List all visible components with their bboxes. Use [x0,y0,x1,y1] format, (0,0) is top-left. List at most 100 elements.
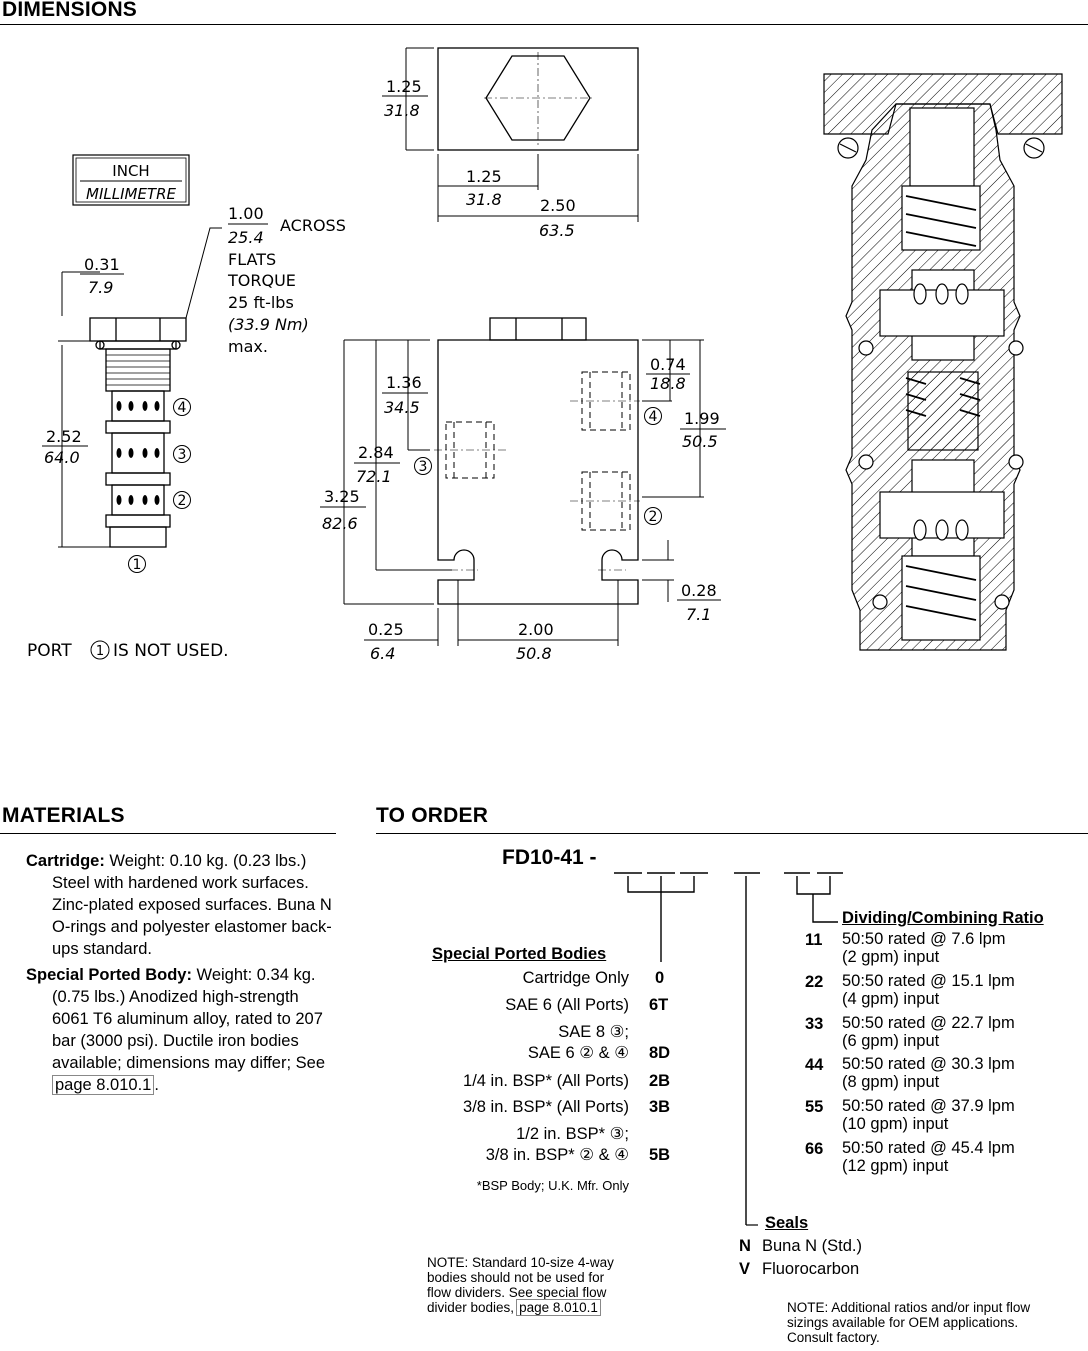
bodies-title: Special Ported Bodies [432,945,607,963]
body-row-1-code: 6T [649,996,669,1014]
ratio-0-line2: (2 gpm) input [842,948,940,966]
across-in: 1.00 [228,204,264,223]
ratio-3-line1: 50:50 rated @ 30.3 lpm [842,1055,1015,1073]
body-row-4-label: 3/8 in. BSP* (All Ports) [463,1098,629,1116]
top-w-in: 2.50 [540,196,576,215]
torque-label: TORQUE [227,271,296,290]
cartridge-drawing [58,227,222,548]
body-row-5-code: 5B [649,1146,671,1164]
body-row-5-label: 1/2 in. BSP* ③; [516,1125,629,1143]
materials-rule [0,833,336,834]
ratio-4-line1: 50:50 rated @ 37.9 lpm [842,1097,1015,1115]
front-136-mm: 34.5 [384,398,420,417]
ratio-title: Dividing/Combining Ratio [842,909,1044,927]
front-284-in: 2.84 [358,443,394,462]
bodies-note-line2: bodies should not be used for [427,1270,605,1285]
ratios-note-line2: sizings available for OEM applications. [787,1315,1019,1330]
bodies-note-line3: flow dividers. See special flow [427,1285,607,1300]
body-row-3-label: 1/4 in. BSP* (All Ports) [463,1072,629,1090]
legend-mm: MILLIMETRE [86,185,177,203]
order-title: TO ORDER [376,804,489,827]
ratio-3: 50:50 rated @ 30.3 lpm(8 gpm) input [842,1055,1015,1091]
ratio-3-line2: (8 gpm) input [842,1073,940,1091]
body-row-2-code: 8D [649,1044,671,1062]
ratio-5-line2: (12 gpm) input [842,1157,949,1175]
materials-title: MATERIALS [2,804,125,827]
body-front-view [343,317,704,646]
bsp-note: *BSP Body; U.K. Mfr. Only [476,1178,629,1193]
top-h-in: 1.25 [386,77,422,96]
ratio-3-code: 44 [805,1056,824,1074]
legend-inch: INCH [112,162,149,180]
body-row-2-label: SAE 8 ③; [558,1023,629,1041]
flats-label: FLATS [228,250,276,269]
cart-port-1: 1 [133,557,142,573]
front-325-in: 3.25 [324,487,360,506]
front-port-3: 3 [419,459,428,475]
top-c-mm: 31.8 [466,190,502,209]
materials-body: Special Ported Body: Weight: 0.34 kg. (0… [26,964,336,1096]
ratio-2: 50:50 rated @ 22.7 lpm(6 gpm) input [842,1014,1015,1050]
body-row-3-code: 2B [649,1072,671,1090]
body-end: . [154,1076,159,1094]
front-199-in: 1.99 [684,409,720,428]
ratio-4-line2: (10 gpm) input [842,1115,949,1133]
ratio-4: 50:50 rated @ 37.9 lpm(10 gpm) input [842,1097,1015,1133]
ratio-1-line2: (4 gpm) input [842,990,940,1008]
body-page-link[interactable]: page 8.010.1 [52,1075,155,1095]
front-074-in: 0.74 [650,355,686,374]
model-code: FD10-41 - [502,846,597,869]
body-text: Weight: 0.34 kg. (0.75 lbs.) Anodized hi… [52,966,326,1072]
port-note-a: PORT [27,641,72,661]
port-note: PORT 1 IS NOT USED. [27,640,229,661]
front-025-in: 0.25 [368,620,404,639]
seal-1-label: Fluorocarbon [762,1260,860,1278]
cart-port-4: 4 [178,400,187,416]
ratio-2-line2: (6 gpm) input [842,1032,940,1050]
cartridge-label: Cartridge: [26,852,105,870]
front-074-mm: 18.8 [650,374,686,393]
bodies-note-line4: divider bodies,page 8.010.1 [427,1299,614,1316]
front-200-mm: 50.8 [516,644,552,663]
body-row-0-label: Cartridge Only [522,969,629,987]
front-199-mm: 50.5 [682,432,718,451]
bodies-note: NOTE: Standard 10-size 4-way bodies shou… [427,1255,614,1316]
ratio-1-line1: 50:50 rated @ 15.1 lpm [842,972,1015,990]
body-row-0-code: 0 [655,969,665,987]
front-025-mm: 6.4 [370,644,395,663]
ratio-5: 50:50 rated @ 45.4 lpm(12 gpm) input [842,1139,1015,1175]
ratio-0: 50:50 rated @ 7.6 lpm(2 gpm) input [842,930,1006,966]
ratio-2-line1: 50:50 rated @ 22.7 lpm [842,1014,1015,1032]
dimension-drawings: INCH MILLIMETRE [27,47,1063,663]
front-port-4: 4 [649,409,658,425]
front-325-mm: 82.6 [322,514,358,533]
bodies-note-line4-text: divider bodies, [427,1300,515,1315]
seals-title: Seals [765,1214,809,1232]
body-top-view [405,47,639,222]
ratios-note-line1: NOTE: Additional ratios and/or input flo… [787,1300,1031,1315]
top-w-mm: 63.5 [539,221,575,240]
ratios-note: NOTE: Additional ratios and/or input flo… [787,1300,1030,1345]
materials-cartridge: Cartridge: Weight: 0.10 kg. (0.23 lbs.) … [26,850,336,960]
top-c-in: 1.25 [466,167,502,186]
body-row-2-label2: SAE 6 ② & ④ [527,1044,629,1062]
hex-in: 0.31 [84,255,120,274]
body-label: Special Ported Body: [26,966,192,984]
cart-port-2: 2 [178,493,187,509]
ratio-1-code: 22 [805,973,824,991]
bodies-note-page-link[interactable]: page 8.010.1 [516,1299,601,1316]
torque-ftlb: 25 ft-lbs [228,293,294,312]
port-note-num: 1 [96,644,104,659]
ratio-1: 50:50 rated @ 15.1 lpm(4 gpm) input [842,972,1015,1008]
bodies-note-line1: NOTE: Standard 10-size 4-way [427,1255,614,1270]
front-200-in: 2.00 [518,620,554,639]
body-row-5-label2: 3/8 in. BSP* ② & ④ [485,1146,629,1164]
across-label: ACROSS [280,216,346,235]
ratio-5-line1: 50:50 rated @ 45.4 lpm [842,1139,1015,1157]
len-mm: 64.0 [44,448,80,467]
cartridge-text: Weight: 0.10 kg. (0.23 lbs.) Steel with … [52,852,332,958]
seal-1-code: V [739,1260,751,1278]
ratio-0-code: 11 [805,931,823,949]
cart-port-3: 3 [178,447,187,463]
unit-legend: INCH MILLIMETRE [72,154,190,206]
